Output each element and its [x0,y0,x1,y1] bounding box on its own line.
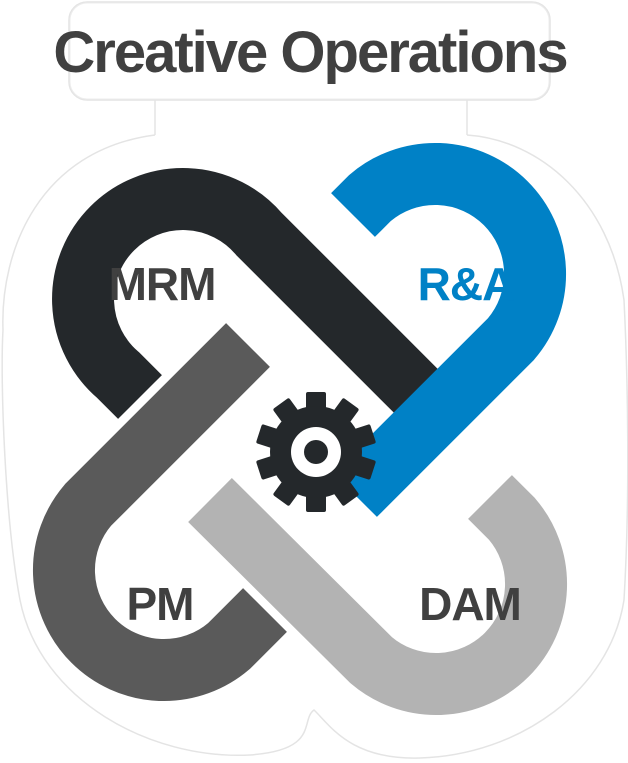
ra-loop [331,143,566,517]
diagram-title: Creative Operations [53,20,566,85]
mrm-loop [52,168,442,419]
label-mrm: MRM [109,258,216,310]
label-dam: DAM [419,578,521,630]
gear-icon [256,392,376,512]
pm-loop [33,323,287,701]
dam-loop [188,475,567,715]
title-pill [69,2,550,100]
label-pm: PM [127,578,194,630]
label-ra: R&A [418,258,515,310]
